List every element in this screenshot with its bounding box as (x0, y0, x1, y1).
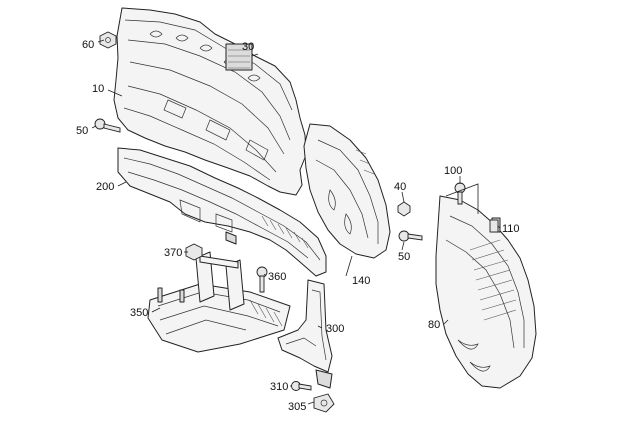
callout-80: 80 (428, 319, 440, 331)
fastener-40-nut (397, 201, 411, 217)
callout-10: 10 (92, 83, 104, 95)
callout-370: 370 (164, 247, 182, 259)
callout-50-right: 50 (398, 251, 410, 263)
fastener-50-screw-left (94, 118, 121, 133)
callout-360: 360 (268, 271, 286, 283)
callout-200: 200 (96, 181, 114, 193)
part-350-tray (147, 251, 291, 353)
callout-140: 140 (352, 275, 370, 287)
fastener-360-screw (256, 266, 268, 293)
part-305-clip (313, 393, 335, 413)
callout-300: 300 (326, 323, 344, 335)
callout-30: 30 (242, 41, 254, 53)
callout-100: 100 (444, 165, 462, 177)
callout-50-left: 50 (76, 125, 88, 137)
part-80-right-insulation (435, 195, 537, 389)
callout-labels: 60 30 10 50 200 370 360 140 350 300 310 … (76, 39, 520, 413)
fastener-310-screw (291, 381, 312, 391)
part-140-side-panel (303, 123, 391, 259)
part-10-insulation-panel (113, 7, 307, 196)
callout-110: 110 (502, 223, 520, 235)
fastener-370-nut (185, 243, 203, 261)
callout-40: 40 (394, 181, 406, 193)
fastener-100-screw (454, 182, 466, 205)
fastener-110-clip (489, 219, 499, 233)
callout-305: 305 (288, 401, 306, 413)
callout-310: 310 (270, 381, 288, 393)
leader-lines (91, 39, 501, 405)
callout-60: 60 (82, 39, 94, 51)
fastener-50-screw-right (398, 230, 423, 242)
fastener-60-nut (99, 31, 117, 49)
callout-350: 350 (130, 307, 148, 319)
part-200-dash-insulation (117, 147, 327, 277)
part-300-bracket (277, 279, 333, 389)
